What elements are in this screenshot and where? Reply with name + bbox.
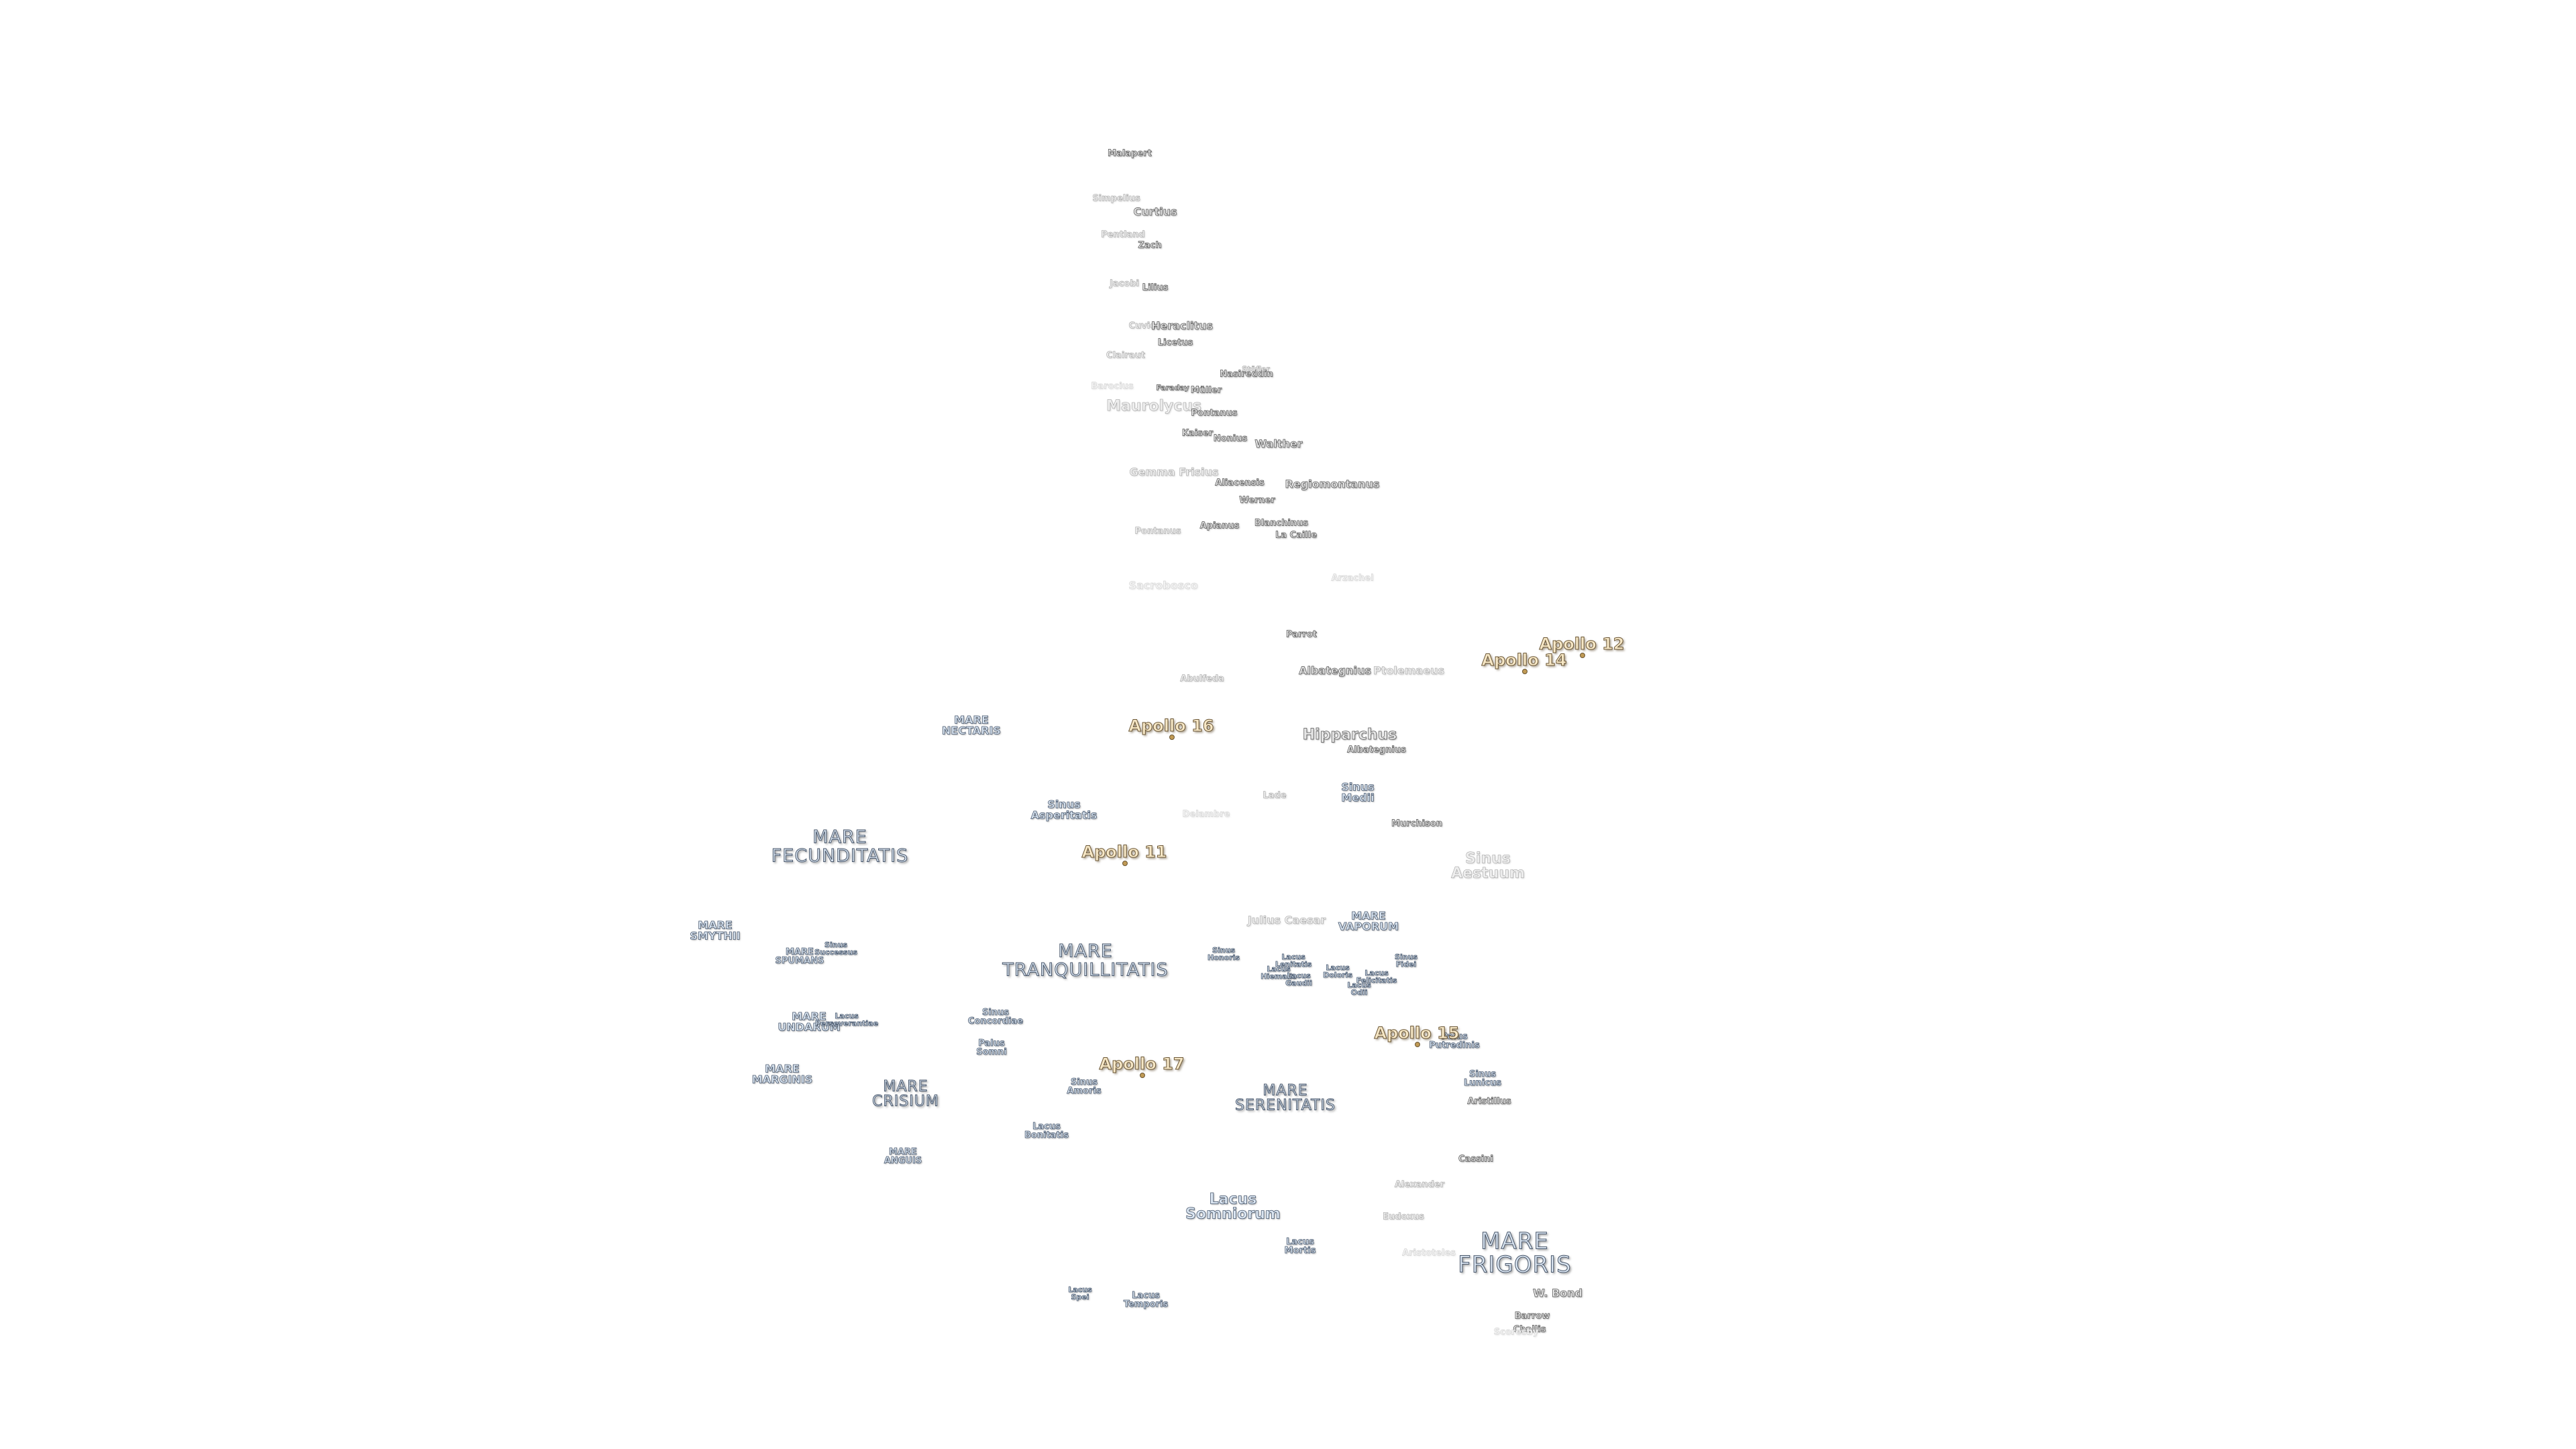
crater-label-regiomontanus[interactable]: Regiomontanus <box>1285 477 1380 490</box>
crater-label-cuvier[interactable]: Cuvier <box>1128 321 1161 331</box>
crater-label-heraclitus[interactable]: Heraclitus <box>1151 319 1214 332</box>
lake-label-lacus-doloris[interactable]: Lacus Doloris <box>1323 963 1353 979</box>
marsh-label-palus-putredinis[interactable]: Palus Putredinis <box>1429 1031 1480 1051</box>
bay-label-sinus-aestuum[interactable]: Sinus Aestuum <box>1451 850 1525 882</box>
crater-label-pontanus-upper[interactable]: Pontanus <box>1191 408 1238 419</box>
apollo-14-label[interactable]: Apollo 14 <box>1481 650 1567 669</box>
crater-label-licetus[interactable]: Licetus <box>1157 337 1193 348</box>
lake-label-lacus-lenitatis[interactable]: Lacus Lenitatis <box>1275 952 1312 969</box>
crater-label-challis[interactable]: Challis <box>1513 1324 1546 1335</box>
mare-label-serenitatis[interactable]: MARE SERENITATIS <box>1235 1082 1336 1114</box>
crater-label-eudoxus[interactable]: Eudoxus <box>1383 1212 1424 1222</box>
crater-label-mueller[interactable]: Müller <box>1190 385 1222 396</box>
lake-label-lacus-felicitatis[interactable]: Lacus Felicitatis <box>1356 968 1397 985</box>
crater-label-julius-caesar[interactable]: Julius Caesar <box>1247 913 1326 926</box>
crater-label-delambre[interactable]: Delambre <box>1182 809 1230 820</box>
crater-label-abulfeda[interactable]: Abulfeda <box>1180 674 1224 684</box>
bay-label-sinus-lunicus[interactable]: Sinus Lunicus <box>1464 1069 1502 1088</box>
mare-label-spumans[interactable]: MARE SPUMANS <box>775 947 824 966</box>
crater-label-faraday[interactable]: Faraday <box>1156 383 1189 392</box>
apollo-12-label[interactable]: Apollo 12 <box>1539 634 1625 653</box>
crater-label-barrow[interactable]: Barrow <box>1514 1311 1550 1322</box>
crater-label-maurolycus[interactable]: Maurolycus <box>1106 397 1202 415</box>
mare-label-crisium[interactable]: MARE CRISIUM <box>872 1078 939 1110</box>
apollo-16-marker-icon[interactable] <box>1169 735 1175 740</box>
mare-label-fecunditatis[interactable]: MARE FECUNDITATIS <box>771 826 909 866</box>
bay-label-sinus-concordiae[interactable]: Sinus Concordiae <box>967 1007 1024 1026</box>
apollo-15-marker-icon[interactable] <box>1415 1042 1420 1047</box>
crater-label-murchison[interactable]: Murchison <box>1391 818 1443 829</box>
lake-label-lacus-gaudii[interactable]: Lacus Gaudii <box>1285 971 1312 987</box>
crater-label-nasireddin[interactable]: Nasireddin <box>1220 369 1273 380</box>
crater-label-parrot[interactable]: Parrot <box>1286 629 1318 640</box>
marsh-label-palus-somni[interactable]: Palus Somni <box>976 1038 1007 1057</box>
crater-label-w-bond[interactable]: W. Bond <box>1532 1286 1583 1299</box>
apollo-17-label[interactable]: Apollo 17 <box>1099 1054 1185 1073</box>
crater-label-stoefler[interactable]: Stöfler <box>1242 364 1270 374</box>
crater-label-walther[interactable]: Walther <box>1254 437 1303 450</box>
crater-label-pontanus[interactable]: Pontanus <box>1134 526 1181 537</box>
apollo-16-label[interactable]: Apollo 16 <box>1128 716 1214 735</box>
crater-label-aristillus[interactable]: Aristillus <box>1467 1096 1511 1107</box>
crater-label-curtius[interactable]: Curtius <box>1133 205 1177 218</box>
mare-label-frigoris[interactable]: MARE FRIGORIS <box>1458 1228 1572 1278</box>
apollo-15-label[interactable]: Apollo 15 <box>1374 1023 1460 1042</box>
crater-label-simpelius[interactable]: Simpelius <box>1092 193 1140 204</box>
lake-label-lacus-somniorum[interactable]: Lacus Somniorum <box>1185 1191 1281 1223</box>
mare-label-smythii[interactable]: MARE SMYTHII <box>690 918 741 943</box>
mare-label-nectaris[interactable]: MARE NECTARIS <box>942 713 1002 737</box>
bay-label-sinus-medii[interactable]: Sinus Medii <box>1341 780 1375 804</box>
crater-label-hipparchus[interactable]: Hipparchus <box>1302 726 1397 743</box>
crater-label-zach[interactable]: Zach <box>1138 240 1162 251</box>
crater-label-malapert[interactable]: Malapert <box>1108 148 1152 159</box>
apollo-11-label[interactable]: Apollo 11 <box>1081 842 1167 861</box>
crater-label-cassini[interactable]: Cassini <box>1458 1154 1494 1165</box>
crater-label-barocius[interactable]: Barocius <box>1091 381 1134 392</box>
crater-label-albategnius[interactable]: Albategnius <box>1299 663 1372 677</box>
lake-label-lacus-bonitatis[interactable]: Lacus Bonitatis <box>1024 1121 1069 1140</box>
lake-label-lacus-odii[interactable]: Lacus Odii <box>1347 980 1371 997</box>
crater-label-scoresby[interactable]: Scoresby <box>1493 1327 1539 1338</box>
mare-label-tranquillitatis[interactable]: MARE TRANQUILLITATIS <box>1002 941 1169 980</box>
crater-label-clairaut[interactable]: Clairaut <box>1106 350 1145 361</box>
mare-label-anguis[interactable]: MARE ANGUIS <box>883 1146 922 1166</box>
crater-label-jacobi[interactable]: Jacobi <box>1109 278 1140 289</box>
crater-label-alexander[interactable]: Alexander <box>1394 1179 1445 1190</box>
apollo-17-marker-icon[interactable] <box>1140 1073 1145 1078</box>
mare-label-marginis[interactable]: MARE MARGINIS <box>751 1062 813 1086</box>
crater-label-lilius[interactable]: Lilius <box>1142 282 1169 293</box>
crater-label-arzachel[interactable]: Arzachel <box>1331 573 1374 584</box>
bay-label-sinus-successus[interactable]: Sinus Successus <box>814 940 858 957</box>
apollo-12-marker-icon[interactable] <box>1580 653 1585 658</box>
crater-label-apianus[interactable]: Apianus <box>1199 521 1240 531</box>
crater-label-pentland[interactable]: Pentland <box>1101 229 1145 240</box>
bay-label-sinus-honoris[interactable]: Sinus Honoris <box>1208 945 1240 962</box>
bay-label-sinus-asperitatis[interactable]: Sinus Asperitatis <box>1030 798 1097 822</box>
crater-label-ptolemaeus[interactable]: Ptolemaeus <box>1373 663 1444 677</box>
apollo-11-marker-icon[interactable] <box>1122 861 1128 866</box>
lake-label-lacus-spei[interactable]: Lacus Spei <box>1068 1285 1092 1301</box>
crater-label-aristoteles[interactable]: Aristoteles <box>1402 1248 1456 1258</box>
crater-label-kaiser[interactable]: Kaiser <box>1181 428 1214 439</box>
crater-label-aliacensis[interactable]: Aliacensis <box>1215 478 1265 488</box>
crater-label-gemma-frisius[interactable]: Gemma Frisius <box>1129 465 1219 478</box>
lake-label-lacus-hiemalis[interactable]: Lacus Hiemalis <box>1260 964 1297 981</box>
crater-label-la-caille[interactable]: La Caille <box>1275 530 1318 541</box>
crater-label-werner[interactable]: Werner <box>1239 495 1275 506</box>
crater-label-albategnius-small[interactable]: Albategnius <box>1347 745 1406 755</box>
crater-label-sacrobosco[interactable]: Sacrobosco <box>1128 578 1198 592</box>
lake-label-lacus-mortis[interactable]: Lacus Mortis <box>1284 1236 1316 1256</box>
lake-label-lacus-perseverantiae[interactable]: Lacus Perseverantiae <box>814 1011 879 1028</box>
mare-label-undarum[interactable]: MARE UNDARUM <box>777 1010 841 1034</box>
crater-label-blanchinus[interactable]: Blanchinus <box>1254 518 1309 529</box>
lake-label-lacus-temporis[interactable]: Lacus Temporis <box>1123 1290 1169 1309</box>
apollo-14-marker-icon[interactable] <box>1522 669 1527 674</box>
crater-label-nonius[interactable]: Nonius <box>1213 433 1248 444</box>
mare-label-vaporum[interactable]: MARE VAPORUM <box>1338 909 1399 933</box>
bay-label-sinus-amoris[interactable]: Sinus Amoris <box>1067 1077 1102 1096</box>
crater-label-lade[interactable]: Lade <box>1263 790 1287 801</box>
bay-label-sinus-fidei[interactable]: Sinus Fidei <box>1395 952 1418 969</box>
